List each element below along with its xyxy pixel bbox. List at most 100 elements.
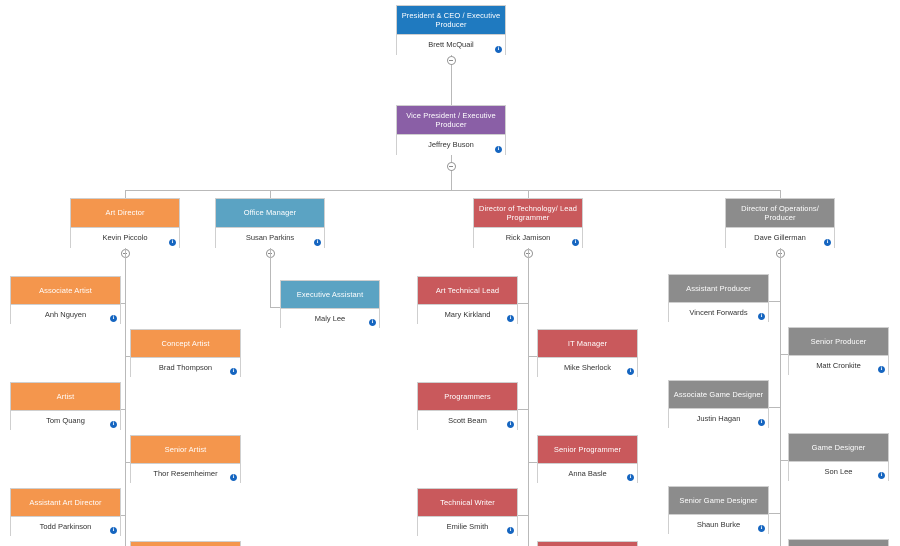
info-icon[interactable]: i <box>627 368 634 375</box>
node-report-name: Vincent Forwards <box>689 307 748 317</box>
connector-leaf-tech-3 <box>528 462 537 463</box>
node-report-name: Maly Lee <box>314 313 346 323</box>
info-icon[interactable]: i <box>169 239 176 246</box>
connector-spine-office <box>270 259 271 307</box>
connector-stub-art <box>125 248 126 259</box>
node-report-name: Thor Resemheimer <box>153 468 218 478</box>
node-report-title: Senior Producer <box>789 328 888 355</box>
connector-bus <box>125 190 780 191</box>
info-icon[interactable]: i <box>507 421 514 428</box>
node-report-title: IT Manager <box>538 330 637 357</box>
node-report-name: Brad Thompson <box>158 362 213 372</box>
node-office-manager-title: Office Manager <box>216 199 324 227</box>
info-icon[interactable]: i <box>878 366 885 373</box>
node-report-title: Game Designer <box>789 540 888 546</box>
connector-bus-drop-tech <box>528 190 529 198</box>
node-report-body: Vincent Forwards i <box>669 302 768 322</box>
node-report-body: Mary Kirkland i <box>418 304 517 324</box>
node-report-title: Executive Assistant <box>281 281 379 308</box>
node-ceo[interactable]: President & CEO / Executive Producer Bre… <box>396 5 506 55</box>
node-office-manager[interactable]: Office Manager Susan Parkins i <box>215 198 325 248</box>
node-report-title: Associate Game Designer <box>669 381 768 408</box>
node-report-title: Technical Writer <box>418 489 517 516</box>
node-report-title: Assistant Art Director <box>11 489 120 516</box>
info-icon[interactable]: i <box>507 315 514 322</box>
connector-leaf-art-4 <box>121 515 125 516</box>
node-report[interactable]: Senior ArtistChristy Martini <box>130 541 241 546</box>
connector-leaf-ops-1 <box>780 354 788 355</box>
node-report[interactable]: Game DesignerDarrell Bickfordi <box>788 539 889 546</box>
info-icon[interactable]: i <box>572 239 579 246</box>
info-icon[interactable]: i <box>824 239 831 246</box>
node-art-director[interactable]: Art Director Kevin Piccolo i <box>70 198 180 248</box>
info-icon[interactable]: i <box>230 368 237 375</box>
connector-stub-ops <box>780 248 781 259</box>
node-report[interactable]: Web Content DeveloperNicholas Poei <box>537 541 638 546</box>
info-icon[interactable]: i <box>495 46 502 53</box>
node-report-body: Son Lee i <box>789 461 888 481</box>
connector-leaf-ops-0 <box>769 301 780 302</box>
info-icon[interactable]: i <box>369 319 376 326</box>
node-report-name: Shaun Burke <box>696 519 741 529</box>
info-icon[interactable]: i <box>110 527 117 534</box>
info-icon[interactable]: i <box>495 146 502 153</box>
collapse-handle-vp[interactable] <box>446 162 456 171</box>
node-office-manager-name: Susan Parkins <box>245 233 295 242</box>
node-report-name: Anh Nguyen <box>44 309 87 319</box>
connector-spine-art <box>125 259 126 546</box>
info-icon[interactable]: i <box>110 421 117 428</box>
node-report-name: Mary Kirkland <box>444 309 491 319</box>
node-vp-title: Vice President / Executive Producer <box>397 106 505 134</box>
node-art-director-name: Kevin Piccolo <box>102 233 148 242</box>
connector-leaf-ops-4 <box>769 513 780 514</box>
connector-ceo-vp <box>451 55 452 105</box>
node-report-name: Matt Cronkite <box>816 360 861 370</box>
info-icon[interactable]: i <box>314 239 321 246</box>
node-report-body: Brad Thompson i <box>131 357 240 377</box>
collapse-handle-ceo[interactable] <box>446 56 456 65</box>
node-report-name: Tom Quang <box>46 415 85 425</box>
info-icon[interactable]: i <box>507 527 514 534</box>
info-icon[interactable]: i <box>627 474 634 481</box>
node-report-name: Son Lee <box>824 466 853 476</box>
node-director-technology[interactable]: Director of Technology/ Lead Programmer … <box>473 198 583 248</box>
connector-leaf-office-0 <box>270 307 280 308</box>
info-icon[interactable]: i <box>758 525 765 532</box>
info-icon[interactable]: i <box>230 474 237 481</box>
node-report-title: Senior Artist <box>131 436 240 463</box>
info-icon[interactable]: i <box>878 472 885 479</box>
node-report-name: Emilie Smith <box>446 521 489 531</box>
node-report-body: Matt Cronkite i <box>789 355 888 375</box>
info-icon[interactable]: i <box>110 315 117 322</box>
node-director-operations[interactable]: Director of Operations/ Producer Dave Gi… <box>725 198 835 248</box>
connector-stub-office <box>270 248 271 259</box>
node-report-title: Senior Game Designer <box>669 487 768 514</box>
connector-leaf-ops-2 <box>769 407 780 408</box>
node-vp[interactable]: Vice President / Executive Producer Jeff… <box>396 105 506 155</box>
info-icon[interactable]: i <box>758 313 765 320</box>
info-icon[interactable]: i <box>758 419 765 426</box>
node-office-manager-body: Susan Parkins i <box>216 227 324 248</box>
node-director-technology-body: Rick Jamison i <box>474 227 582 248</box>
connector-leaf-tech-1 <box>528 356 537 357</box>
